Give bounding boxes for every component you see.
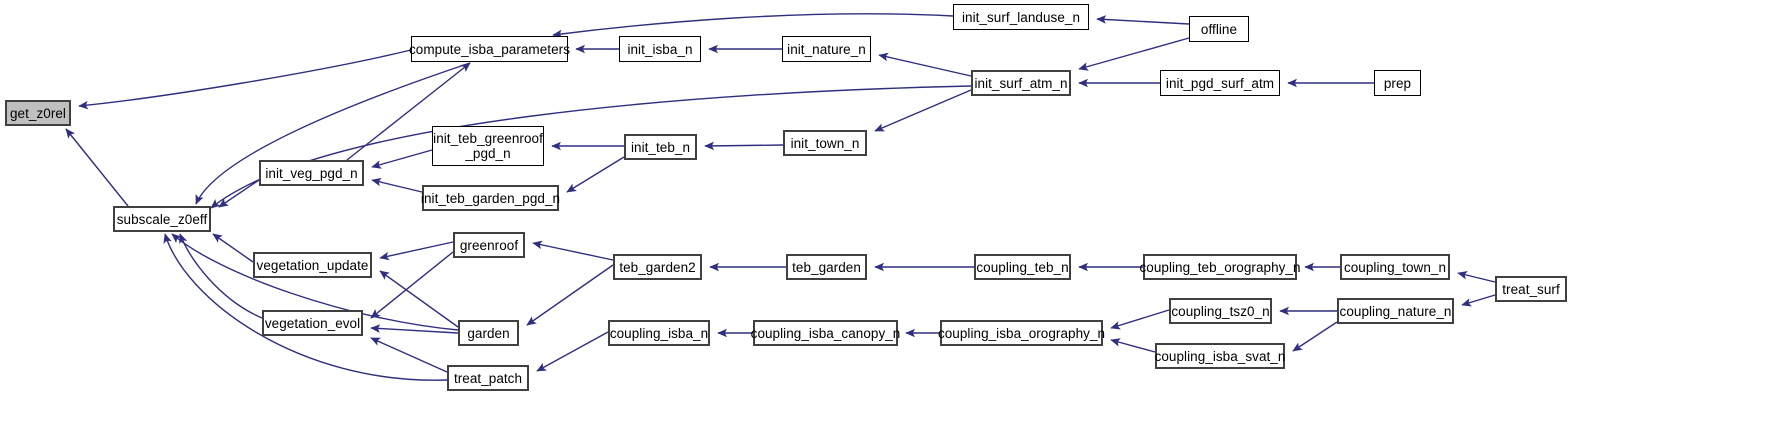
graph-node-label: coupling_nature_n — [1339, 303, 1452, 319]
graph-node-label: init_teb_n — [630, 139, 691, 155]
graph-node-label: coupling_isba_canopy_n — [750, 325, 901, 341]
graph-node-treat_patch[interactable]: treat_patch — [447, 365, 529, 391]
graph-node-init_surf_landuse_n[interactable]: init_surf_landuse_n — [953, 4, 1089, 30]
graph-node-label: init_teb_greenroof _pgd_n — [433, 131, 543, 161]
graph-node-coupling_isba_n[interactable]: coupling_isba_n — [608, 320, 710, 346]
graph-node-coupling_teb_orography_n[interactable]: coupling_teb_orography_n — [1139, 254, 1300, 280]
graph-node-label: teb_garden2 — [619, 259, 696, 275]
graph-node-init_isba_n[interactable]: init_isba_n — [619, 36, 701, 62]
graph-node-label: init_teb_garden_pgd_n — [420, 190, 561, 206]
graph-node-label: coupling_town_n — [1343, 259, 1447, 275]
graph-node-label: init_surf_atm_n — [974, 75, 1068, 91]
graph-node-label: subscale_z0eff — [116, 211, 208, 227]
graph-node-label: vegetation_update — [256, 257, 369, 273]
graph-node-label: init_nature_n — [787, 41, 866, 57]
graph-node-init_town_n[interactable]: init_town_n — [783, 130, 867, 156]
graph-node-coupling_town_n[interactable]: coupling_town_n — [1340, 254, 1450, 280]
graph-node-greenroof[interactable]: greenroof — [453, 232, 525, 258]
graph-node-label: teb_garden — [792, 259, 861, 275]
graph-node-teb_garden[interactable]: teb_garden — [786, 254, 867, 280]
graph-node-label: coupling_teb_n — [976, 259, 1069, 275]
graph-node-init_veg_pgd_n[interactable]: init_veg_pgd_n — [259, 160, 364, 186]
graph-node-label: vegetation_evol — [264, 315, 361, 331]
graph-node-label: coupling_isba_orography_n — [937, 325, 1106, 341]
graph-node-init_pgd_surf_atm[interactable]: init_pgd_surf_atm — [1160, 70, 1280, 96]
graph-node-label: coupling_isba_svat_n — [1154, 348, 1286, 364]
graph-node-coupling_isba_canopy_n[interactable]: coupling_isba_canopy_n — [751, 320, 900, 346]
graph-node-subscale_z0eff[interactable]: subscale_z0eff — [113, 206, 211, 232]
graph-node-label: offline — [1200, 21, 1238, 37]
graph-node-offline[interactable]: offline — [1189, 16, 1249, 42]
graph-node-init_surf_atm_n[interactable]: init_surf_atm_n — [971, 70, 1071, 96]
graph-node-label: greenroof — [459, 237, 519, 253]
graph-node-coupling_tsz0_n[interactable]: coupling_tsz0_n — [1169, 298, 1272, 324]
graph-node-get_z0rel[interactable]: get_z0rel — [5, 100, 71, 126]
graph-node-label: init_veg_pgd_n — [265, 165, 358, 181]
graph-node-coupling_isba_orography_n[interactable]: coupling_isba_orography_n — [938, 320, 1105, 346]
graph-node-compute_isba_parameters[interactable]: compute_isba_parameters — [409, 36, 570, 62]
graph-node-init_teb_garden_pgd_n[interactable]: init_teb_garden_pgd_n — [420, 185, 561, 211]
graph-node-label: coupling_isba_n — [609, 325, 709, 341]
graph-node-garden[interactable]: garden — [458, 320, 519, 346]
graph-node-label: init_surf_landuse_n — [961, 9, 1081, 25]
graph-node-init_teb_n[interactable]: init_teb_n — [624, 134, 697, 160]
graph-node-prep[interactable]: prep — [1374, 70, 1421, 96]
graph-node-label: get_z0rel — [10, 105, 66, 121]
graph-node-coupling_teb_n[interactable]: coupling_teb_n — [974, 254, 1071, 280]
graph-node-label: prep — [1383, 75, 1412, 91]
graph-node-vegetation_update[interactable]: vegetation_update — [253, 252, 372, 278]
graph-node-label: init_pgd_surf_atm — [1165, 75, 1275, 91]
graph-node-label: garden — [467, 325, 510, 341]
graph-node-label: init_town_n — [790, 135, 860, 151]
graph-node-teb_garden2[interactable]: teb_garden2 — [613, 254, 702, 280]
graph-node-label: coupling_teb_orography_n — [1139, 259, 1301, 275]
graph-node-label: init_isba_n — [627, 41, 693, 57]
graph-node-init_nature_n[interactable]: init_nature_n — [782, 36, 871, 62]
graph-node-coupling_isba_svat_n[interactable]: coupling_isba_svat_n — [1155, 343, 1285, 369]
graph-node-coupling_nature_n[interactable]: coupling_nature_n — [1337, 298, 1454, 324]
graph-node-label: coupling_tsz0_n — [1171, 303, 1270, 319]
graph-node-label: compute_isba_parameters — [409, 41, 570, 57]
graph-node-label: treat_surf — [1502, 281, 1560, 297]
graph-node-treat_surf[interactable]: treat_surf — [1495, 276, 1567, 302]
graph-node-vegetation_evol[interactable]: vegetation_evol — [262, 310, 363, 336]
graph-node-init_teb_greenroof_pgd_n[interactable]: init_teb_greenroof _pgd_n — [432, 126, 544, 166]
graph-node-label: treat_patch — [453, 370, 523, 386]
